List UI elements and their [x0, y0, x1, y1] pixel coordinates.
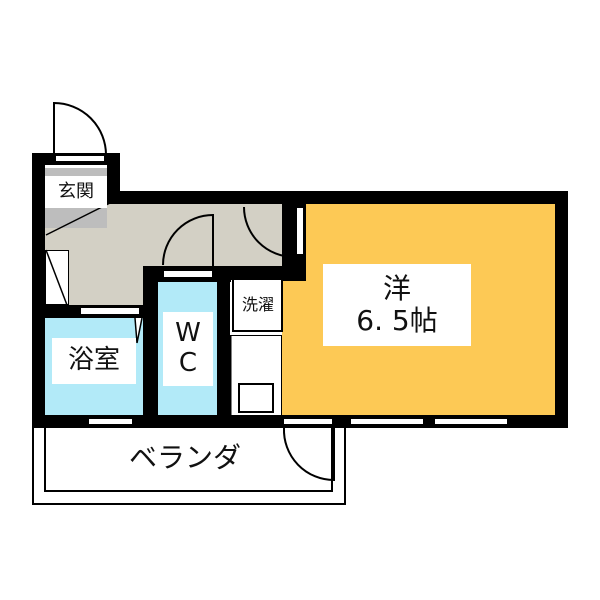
room-door-opening	[296, 207, 304, 255]
wall-bath-wc	[143, 266, 158, 416]
wall-hall-laundry	[217, 266, 306, 280]
wall-entrance-left	[32, 153, 45, 428]
sink	[238, 383, 274, 413]
bath-door-opening	[80, 307, 140, 315]
wc-door-opening	[163, 270, 213, 278]
wall-wc-right	[217, 266, 230, 416]
room-window-1	[350, 418, 424, 425]
wall-right	[555, 191, 568, 428]
toilet-label-w: W	[175, 318, 201, 349]
bathroom-label: 浴室	[52, 338, 136, 384]
entrance-door-opening	[55, 155, 105, 162]
entrance-label: 玄関	[45, 176, 107, 208]
laundry-label: 洗濯	[241, 294, 274, 314]
room-window-2	[434, 418, 508, 425]
balcony-door-opening	[283, 418, 333, 425]
wall-top	[107, 191, 568, 204]
toilet-label: W C	[163, 312, 213, 386]
western-room-label: 洋 6. 5帖	[323, 264, 471, 346]
toilet-label-c: C	[178, 348, 198, 378]
laundry-area	[232, 278, 283, 332]
western-room-type: 洋	[382, 271, 411, 305]
wall-entrance-right	[107, 153, 120, 203]
bath-window	[88, 418, 133, 425]
western-room-size: 6. 5帖	[356, 304, 438, 337]
balcony-label: ベランダ	[128, 440, 241, 474]
